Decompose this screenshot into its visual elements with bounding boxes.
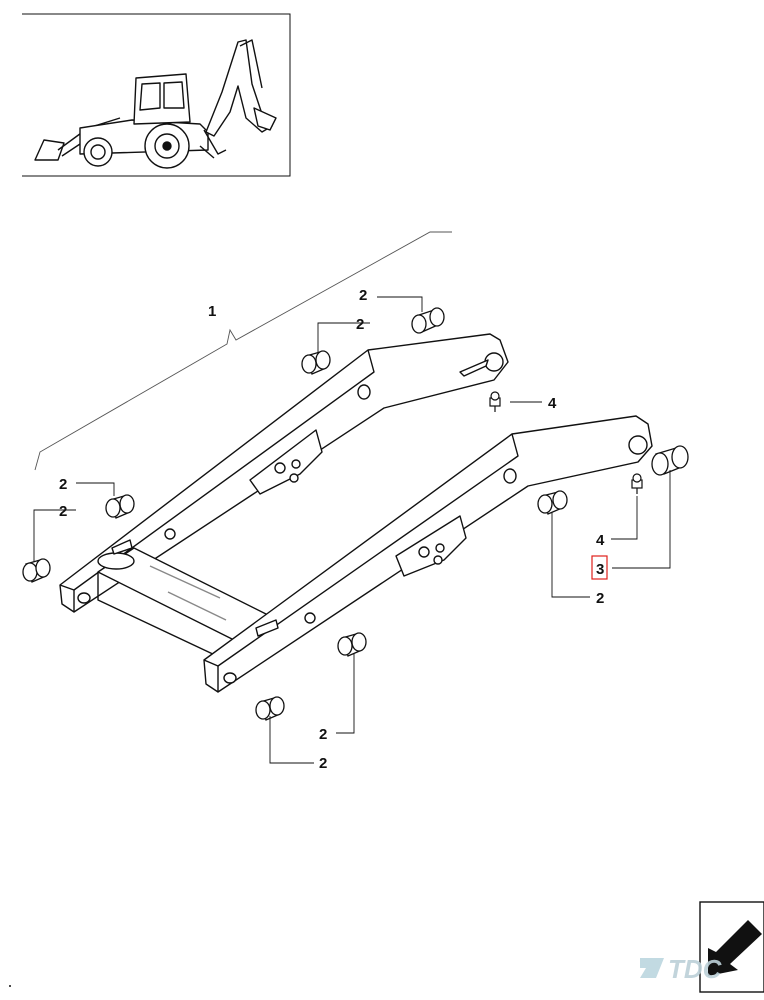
corner-dot [9, 985, 11, 987]
callout-2: 2 [59, 476, 67, 493]
bushing-left-a [105, 494, 135, 519]
bushing-right-end [651, 445, 689, 476]
bushing-top-rear [411, 307, 445, 334]
machine-inset [22, 13, 291, 177]
callout-2: 2 [596, 590, 604, 607]
next-page-arrow-icon[interactable] [699, 901, 764, 993]
bushing-right-mid [537, 490, 568, 515]
right-arm [203, 415, 653, 693]
watermark-text: TDC [668, 954, 723, 984]
grease-nipple-lower [631, 473, 643, 494]
loader-frame [59, 333, 653, 693]
callout-3-highlight [591, 555, 608, 580]
backhoe-loader-icon [34, 39, 277, 169]
leader-lines [33, 296, 671, 764]
tdc-logo-icon [640, 958, 664, 978]
callout-4: 4 [596, 532, 605, 549]
bushing-left-b [22, 558, 51, 583]
bushing-bottom-b [255, 696, 285, 721]
bushing-bottom-a [337, 632, 367, 657]
callout-2: 2 [59, 503, 67, 520]
callout-2: 2 [356, 316, 364, 333]
callout-labels: 1 2 2 2 2 2 2 2 2 3 4 4 [59, 287, 608, 772]
callout-2: 2 [359, 287, 367, 304]
callout-4: 4 [548, 395, 557, 412]
grease-nipple-upper [489, 391, 501, 412]
callout-2: 2 [319, 755, 327, 772]
tdc-watermark: TDC [640, 954, 723, 984]
callout-2: 2 [319, 726, 327, 743]
callout-3[interactable]: 3 [596, 561, 604, 578]
callout-1: 1 [208, 303, 216, 320]
bushing-top-front [301, 350, 331, 375]
assembly-envelope [34, 231, 452, 471]
